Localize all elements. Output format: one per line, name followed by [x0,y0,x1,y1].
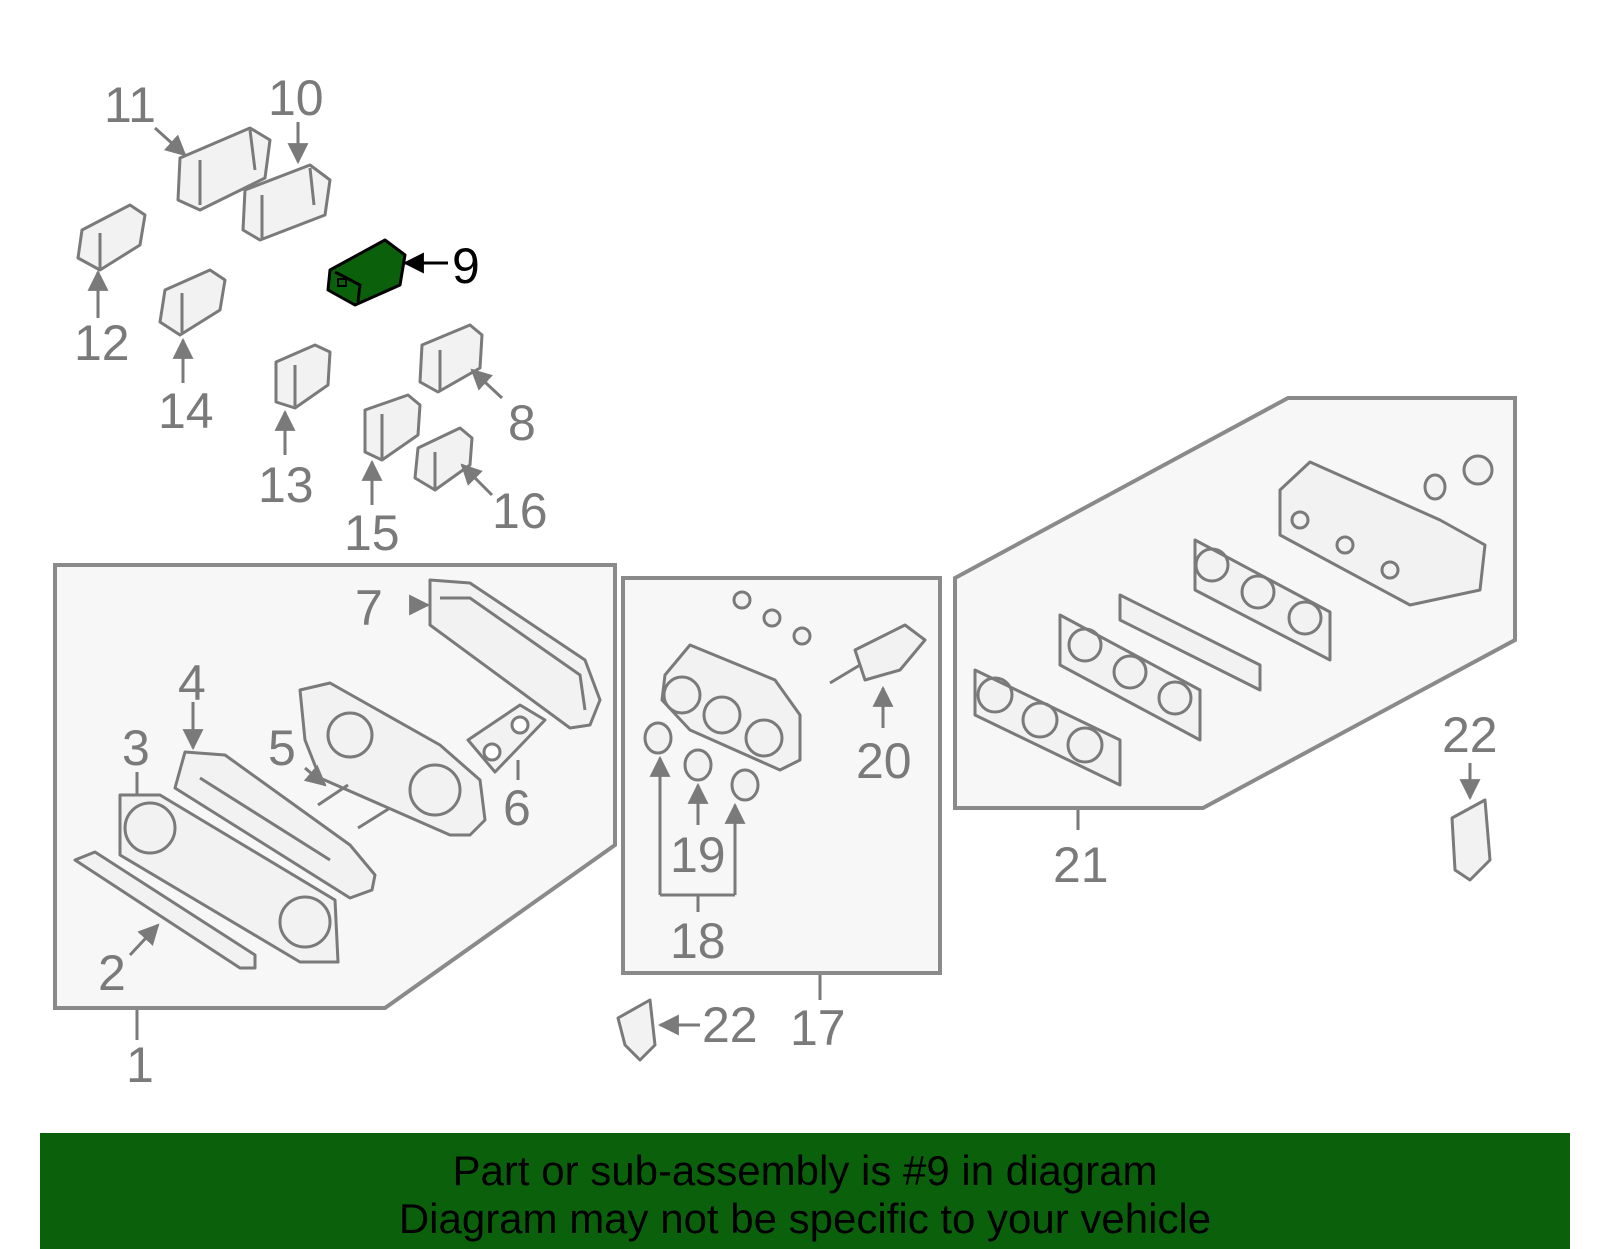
circuit-board[interactable] [1118,593,1262,692]
switch-part-9-highlighted[interactable] [326,238,407,307]
screw-set[interactable] [732,590,812,646]
label-6: 6 [503,780,531,836]
cluster-gauge-body-5[interactable] [298,681,487,837]
cluster-trim-2[interactable] [73,850,257,970]
label-16: 16 [492,483,548,539]
label-7: 7 [355,580,383,636]
label-8: 8 [508,395,536,451]
cluster-lens-7[interactable] [428,578,602,730]
switch-part-11[interactable] [176,126,272,212]
info-banner: Part or sub-assembly is #9 in diagram Di… [40,1133,1570,1249]
knob-set-19[interactable] [643,721,760,802]
assembly-box-17 [621,576,942,975]
label-17: 17 [790,1000,846,1056]
label-13: 13 [258,457,314,513]
label-22-right: 22 [1442,707,1498,763]
label-9: 9 [452,238,480,294]
switch-part-14[interactable] [158,268,227,337]
blower-switch-20[interactable] [829,623,927,685]
label-22-lower: 22 [702,997,758,1053]
bracket-22-right[interactable] [1450,798,1492,882]
face-plate-b[interactable] [1058,613,1202,742]
knob-caps[interactable] [1423,454,1494,501]
cluster-bezel-4[interactable] [173,750,377,900]
label-11: 11 [104,77,156,133]
label-15: 15 [344,505,400,561]
face-plate-a[interactable] [1193,538,1332,662]
control-unit-21[interactable] [1278,460,1487,607]
label-3: 3 [122,720,150,776]
switch-part-15[interactable] [363,393,422,462]
label-2: 2 [98,945,126,1001]
label-21: 21 [1053,837,1109,893]
switch-part-12[interactable] [76,203,147,272]
label-5: 5 [268,720,296,776]
front-bezel[interactable] [973,668,1122,787]
bracket-22-lower[interactable] [616,998,657,1062]
banner-line-1: Part or sub-assembly is #9 in diagram [452,1147,1158,1194]
switch-part-16[interactable] [413,426,474,492]
cluster-housing-6[interactable] [466,703,547,774]
switch-part-10[interactable] [241,163,332,242]
switch-part-8[interactable] [418,323,484,394]
cluster-face-3[interactable] [118,793,340,964]
label-20: 20 [856,733,912,789]
climate-panel-17[interactable] [660,643,802,772]
label-14: 14 [158,383,214,439]
banner-line-2: Diagram may not be specific to your vehi… [398,1195,1212,1242]
label-1: 1 [126,1037,154,1093]
label-4: 4 [178,655,206,711]
label-10: 10 [268,70,324,126]
label-12: 12 [74,315,130,371]
label-19: 19 [670,827,726,883]
label-18: 18 [670,913,726,969]
switch-part-13[interactable] [274,343,332,410]
